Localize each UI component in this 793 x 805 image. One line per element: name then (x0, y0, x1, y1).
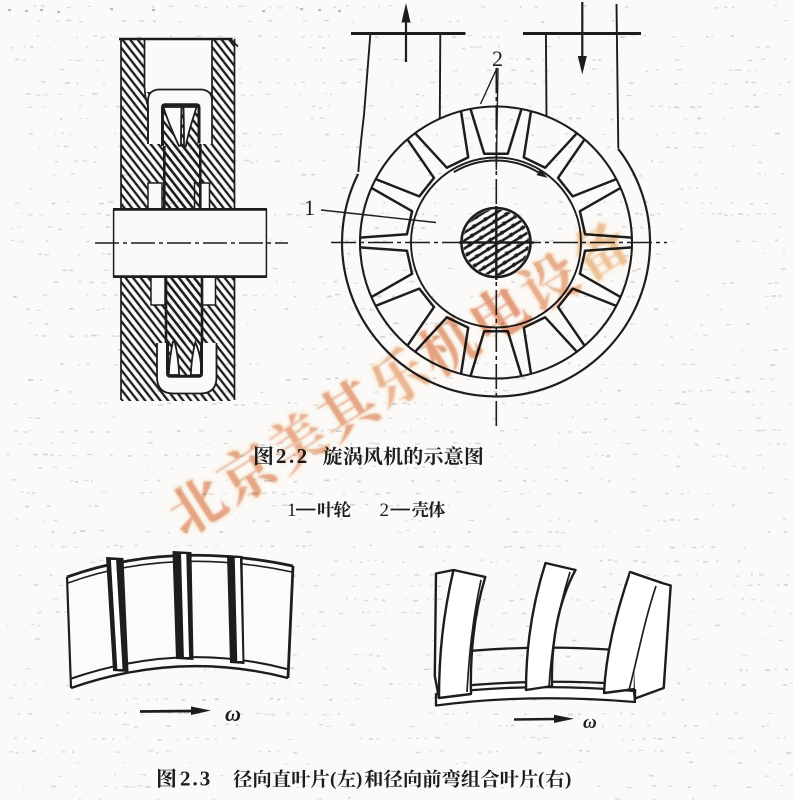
svg-text:): ) (565, 769, 571, 790)
svg-text:ω: ω (225, 701, 241, 726)
svg-text:1: 1 (287, 500, 297, 521)
svg-text:2.3: 2.3 (180, 767, 212, 791)
svg-text:(: ( (330, 769, 336, 790)
svg-text:(: ( (538, 769, 544, 790)
svg-text:2: 2 (380, 500, 390, 521)
svg-text:ω: ω (583, 712, 597, 733)
svg-text:2: 2 (492, 46, 503, 71)
svg-text:1: 1 (304, 195, 315, 220)
svg-text:): ) (356, 769, 362, 790)
